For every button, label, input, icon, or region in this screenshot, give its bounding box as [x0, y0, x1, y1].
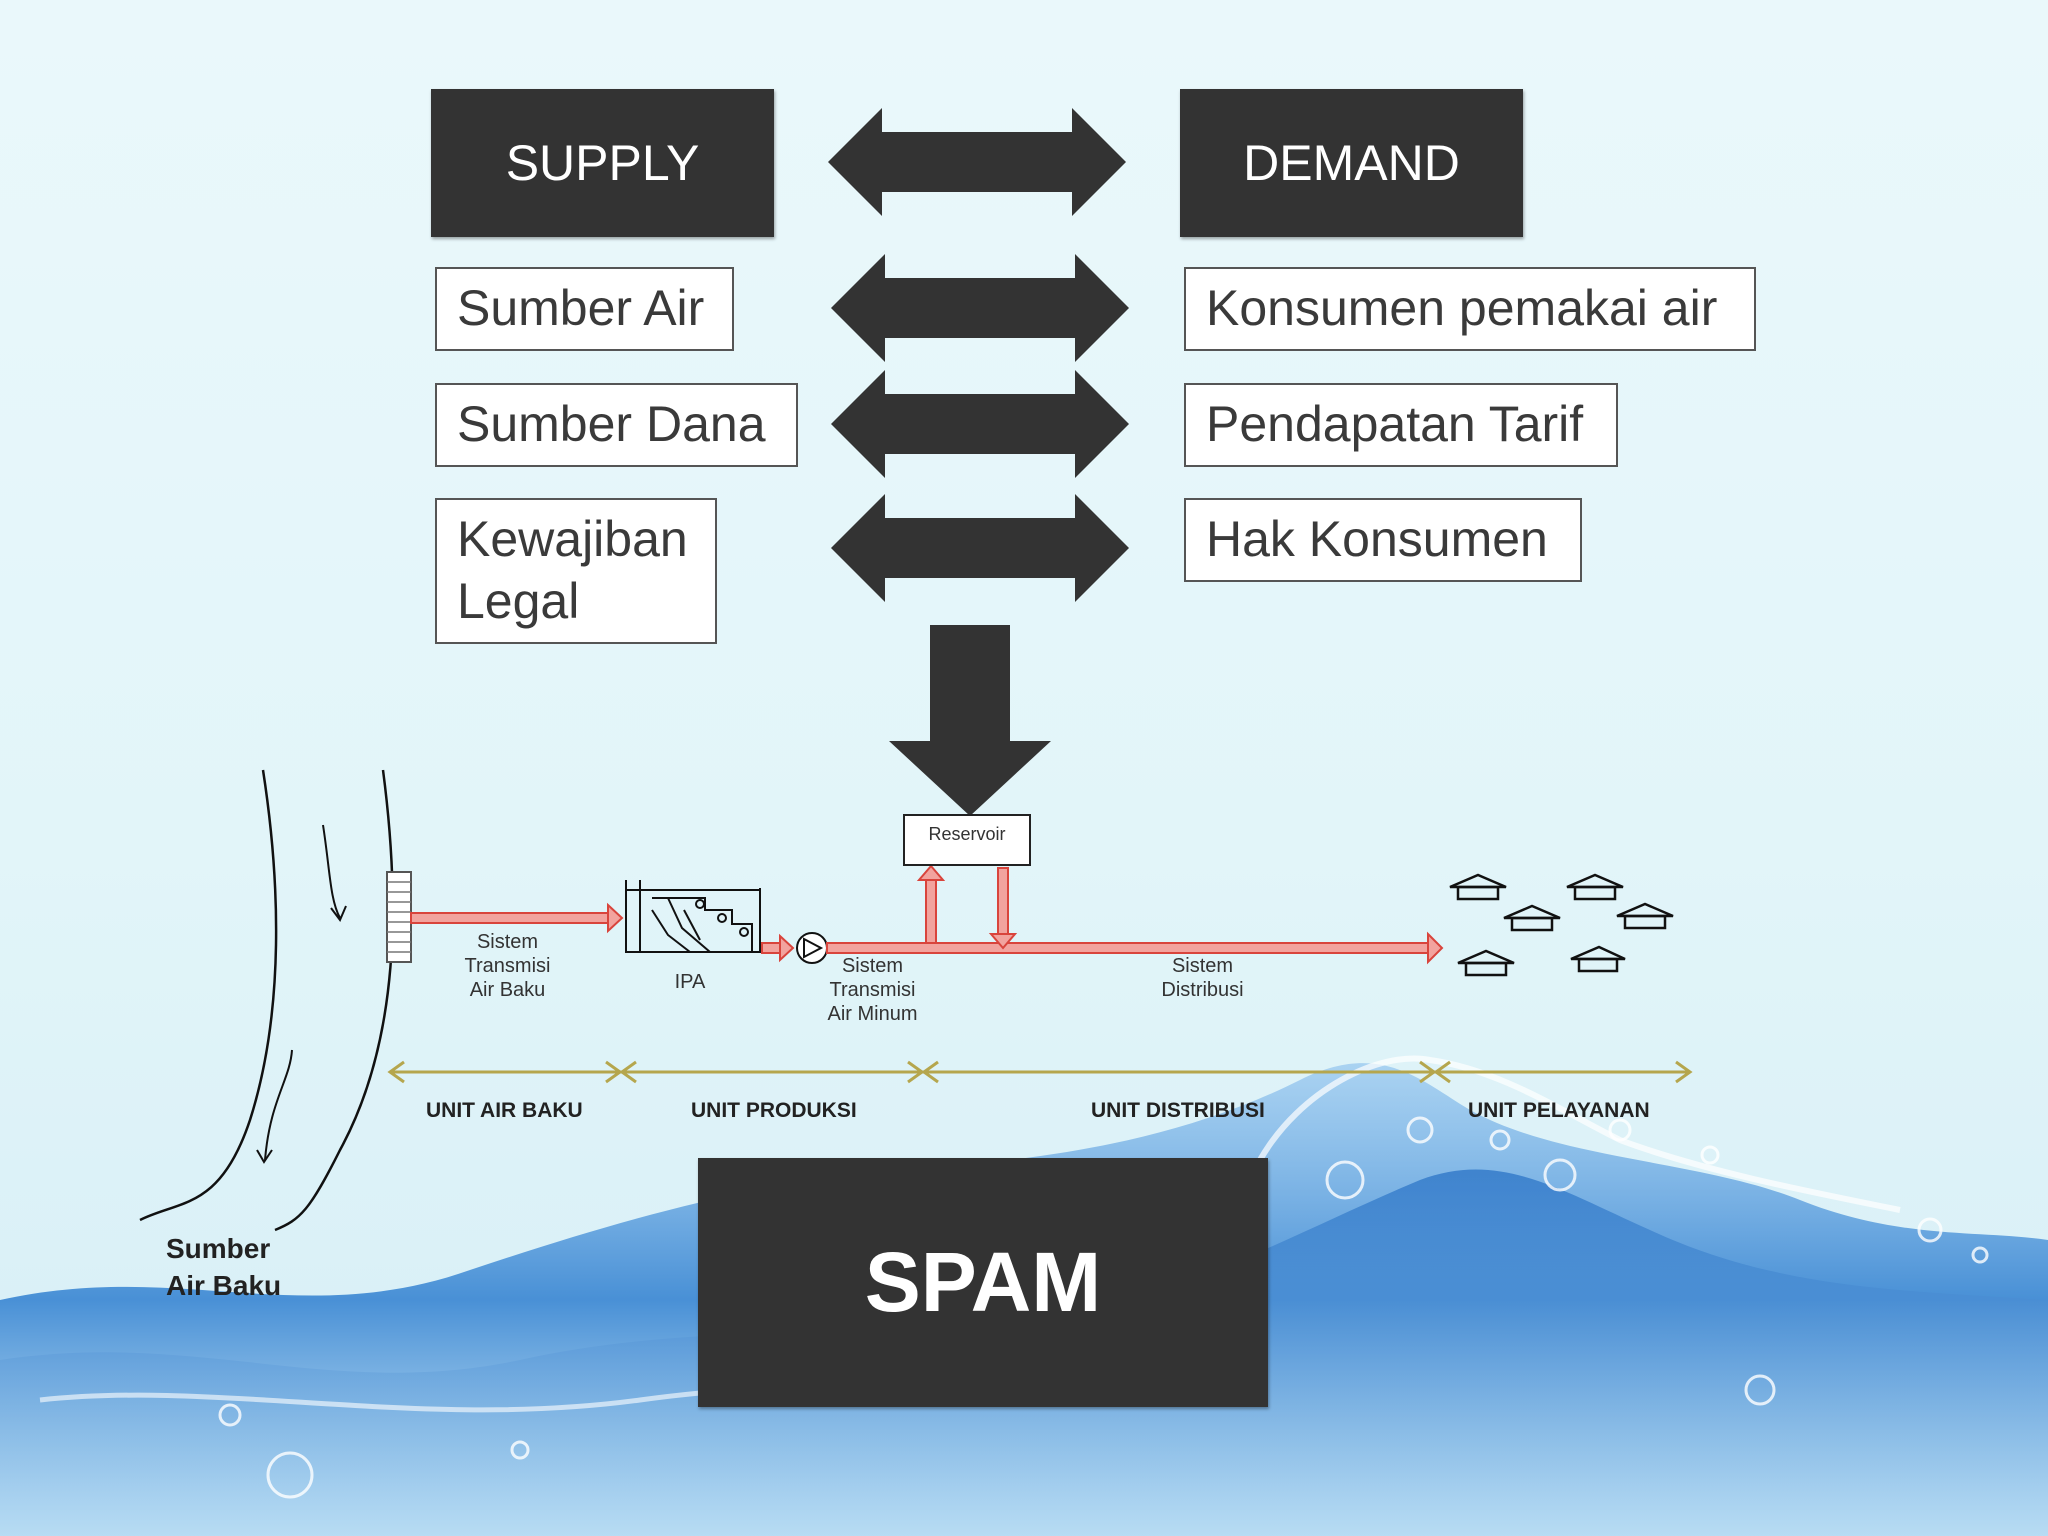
demand-item-label: Pendapatan Tarif — [1206, 396, 1584, 452]
demand-label: DEMAND — [1243, 135, 1460, 191]
water-supply-scheme — [139, 769, 1693, 1232]
house-icon — [1457, 949, 1515, 977]
spam-box: SPAM — [698, 1158, 1268, 1407]
label-transmisi-air-minum: Sistem Transmisi Air Minum — [827, 955, 918, 1025]
label-distribusi: Sistem Distribusi — [1161, 955, 1244, 1001]
unit-label-distribusi: UNIT DISTRIBUSI — [1091, 1099, 1265, 1122]
house-icon — [1570, 945, 1626, 973]
unit-label-pelayanan: UNIT PELAYANAN — [1468, 1099, 1650, 1122]
label-transmisi-air-baku: Sistem Transmisi Air Baku — [464, 931, 551, 1001]
double-arrow-row-3 — [831, 494, 1129, 602]
unit-label-air-baku: UNIT AIR BAKU — [426, 1099, 583, 1122]
house-icon — [1449, 873, 1507, 901]
supply-box: SUPPLY — [431, 89, 774, 237]
reservoir-down-pipe — [988, 867, 1018, 950]
supply-item-label: Sumber Dana — [457, 396, 766, 452]
house-icons — [1449, 873, 1674, 977]
demand-item-label: Hak Konsumen — [1206, 511, 1548, 567]
reservoir-up-pipe — [916, 864, 946, 944]
house-icon — [1566, 873, 1624, 901]
double-arrow-row-2 — [831, 370, 1129, 478]
flow-arrow-icon — [322, 824, 341, 919]
supply-item-label: Sumber Air — [457, 280, 705, 336]
house-icon — [1503, 904, 1561, 932]
demand-item-konsumen: Konsumen pemakai air — [1184, 267, 1756, 351]
ipa-plant-icon — [625, 880, 761, 953]
demand-item-pendapatan-tarif: Pendapatan Tarif — [1184, 383, 1618, 467]
river-bank-right — [274, 769, 395, 1232]
double-arrows — [828, 108, 1129, 602]
supply-item-label: Kewajiban Legal — [457, 511, 688, 629]
double-arrow-header — [828, 108, 1126, 216]
house-icon — [1616, 902, 1674, 930]
supply-item-kewajiban-legal: Kewajiban Legal — [435, 498, 717, 644]
pipe-transmisi-air-baku — [410, 902, 624, 934]
spam-label: SPAM — [864, 1235, 1102, 1329]
unit-label-produksi: UNIT PRODUKSI — [691, 1099, 857, 1122]
pipe-distribusi — [826, 931, 1444, 965]
river-bank-left — [139, 769, 278, 1222]
reservoir-box — [903, 814, 1031, 866]
unit-arrows — [387, 1060, 1693, 1084]
demand-item-label: Konsumen pemakai air — [1206, 280, 1718, 336]
reservoir-label: Reservoir — [928, 824, 1006, 844]
flow-arrow-icon — [264, 1049, 293, 1161]
demand-item-hak-konsumen: Hak Konsumen — [1184, 498, 1582, 582]
label-ipa: IPA — [674, 971, 706, 993]
supply-item-sumber-dana: Sumber Dana — [435, 383, 798, 467]
down-arrow — [889, 625, 1051, 816]
label-sumber-air-baku: Sumber Air Baku — [166, 1233, 282, 1301]
intake-screen-icon — [386, 871, 412, 963]
demand-box: DEMAND — [1180, 89, 1523, 237]
supply-item-sumber-air: Sumber Air — [435, 267, 734, 351]
supply-label: SUPPLY — [505, 135, 700, 191]
double-arrow-row-1 — [831, 254, 1129, 362]
